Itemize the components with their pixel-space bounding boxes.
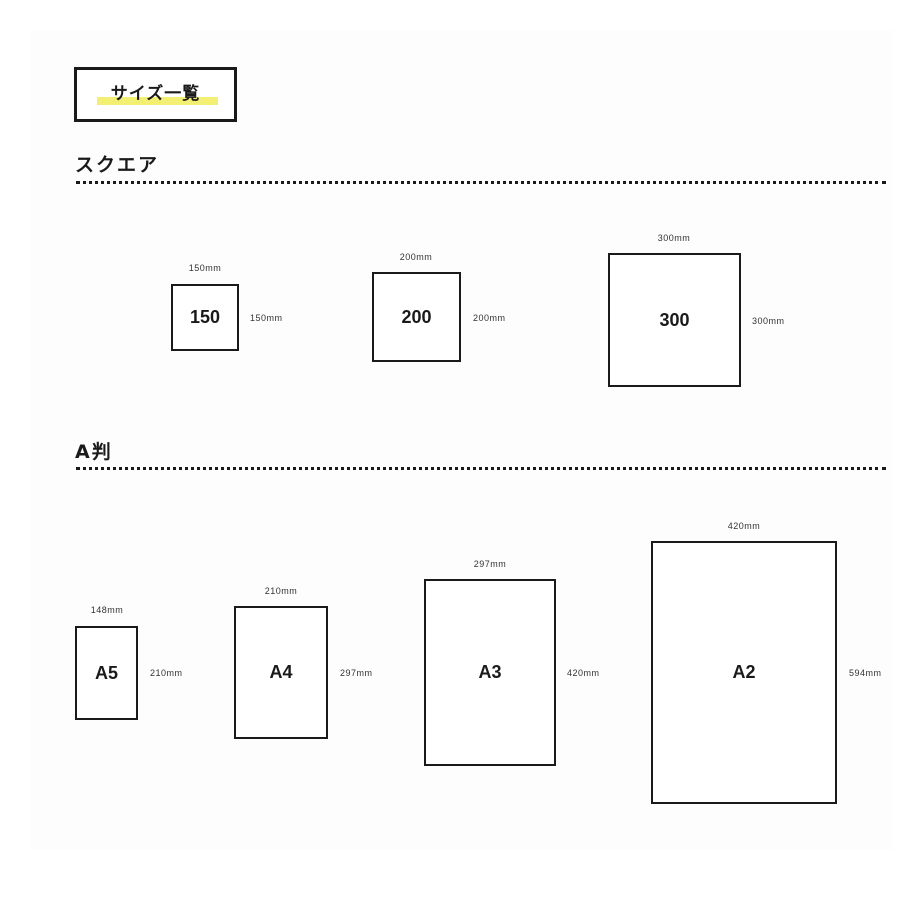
square-150-box: 150 xyxy=(171,284,239,351)
square-150-width-label: 150mm xyxy=(188,263,222,273)
a4-box: A4 xyxy=(234,606,328,739)
a5-height-label: 210mm xyxy=(150,668,183,678)
square-200-box: 200 xyxy=(372,272,461,362)
a2-box: A2 xyxy=(651,541,837,804)
a5-label: A5 xyxy=(94,662,118,683)
a4-height-label: 297mm xyxy=(340,668,373,678)
a3-label: A3 xyxy=(478,662,502,682)
square-200-width-label: 200mm xyxy=(399,252,433,262)
section-heading-square: スクエア xyxy=(75,154,160,176)
square-200-label: 200 xyxy=(401,306,432,327)
a5-box: A5 xyxy=(75,626,138,720)
title-box: サイズ一覧 xyxy=(74,67,237,122)
a3-box: A3 xyxy=(424,579,556,766)
a4-label: A4 xyxy=(269,662,293,682)
a5-width-label: 148mm xyxy=(90,605,124,615)
square-300-width-label: 300mm xyxy=(657,233,691,243)
a2-height-label: 594mm xyxy=(849,668,882,678)
square-300-height-label: 300mm xyxy=(752,316,785,326)
a2-label: A2 xyxy=(732,662,756,682)
a3-height-label: 420mm xyxy=(567,668,600,678)
section-heading-a-series: A判 xyxy=(75,441,113,463)
a3-width-label: 297mm xyxy=(473,559,507,569)
a2-width-label: 420mm xyxy=(727,521,761,531)
square-300-label: 300 xyxy=(659,309,690,330)
section-divider-a-series xyxy=(76,467,886,470)
square-200-height-label: 200mm xyxy=(473,313,506,323)
page-title: サイズ一覧 xyxy=(110,84,201,104)
square-150-label: 150 xyxy=(189,307,221,327)
square-300-box: 300 xyxy=(608,253,741,387)
square-150-height-label: 150mm xyxy=(250,313,283,323)
section-divider-square xyxy=(76,181,886,184)
a4-width-label: 210mm xyxy=(264,586,298,596)
title-highlight xyxy=(97,97,218,105)
